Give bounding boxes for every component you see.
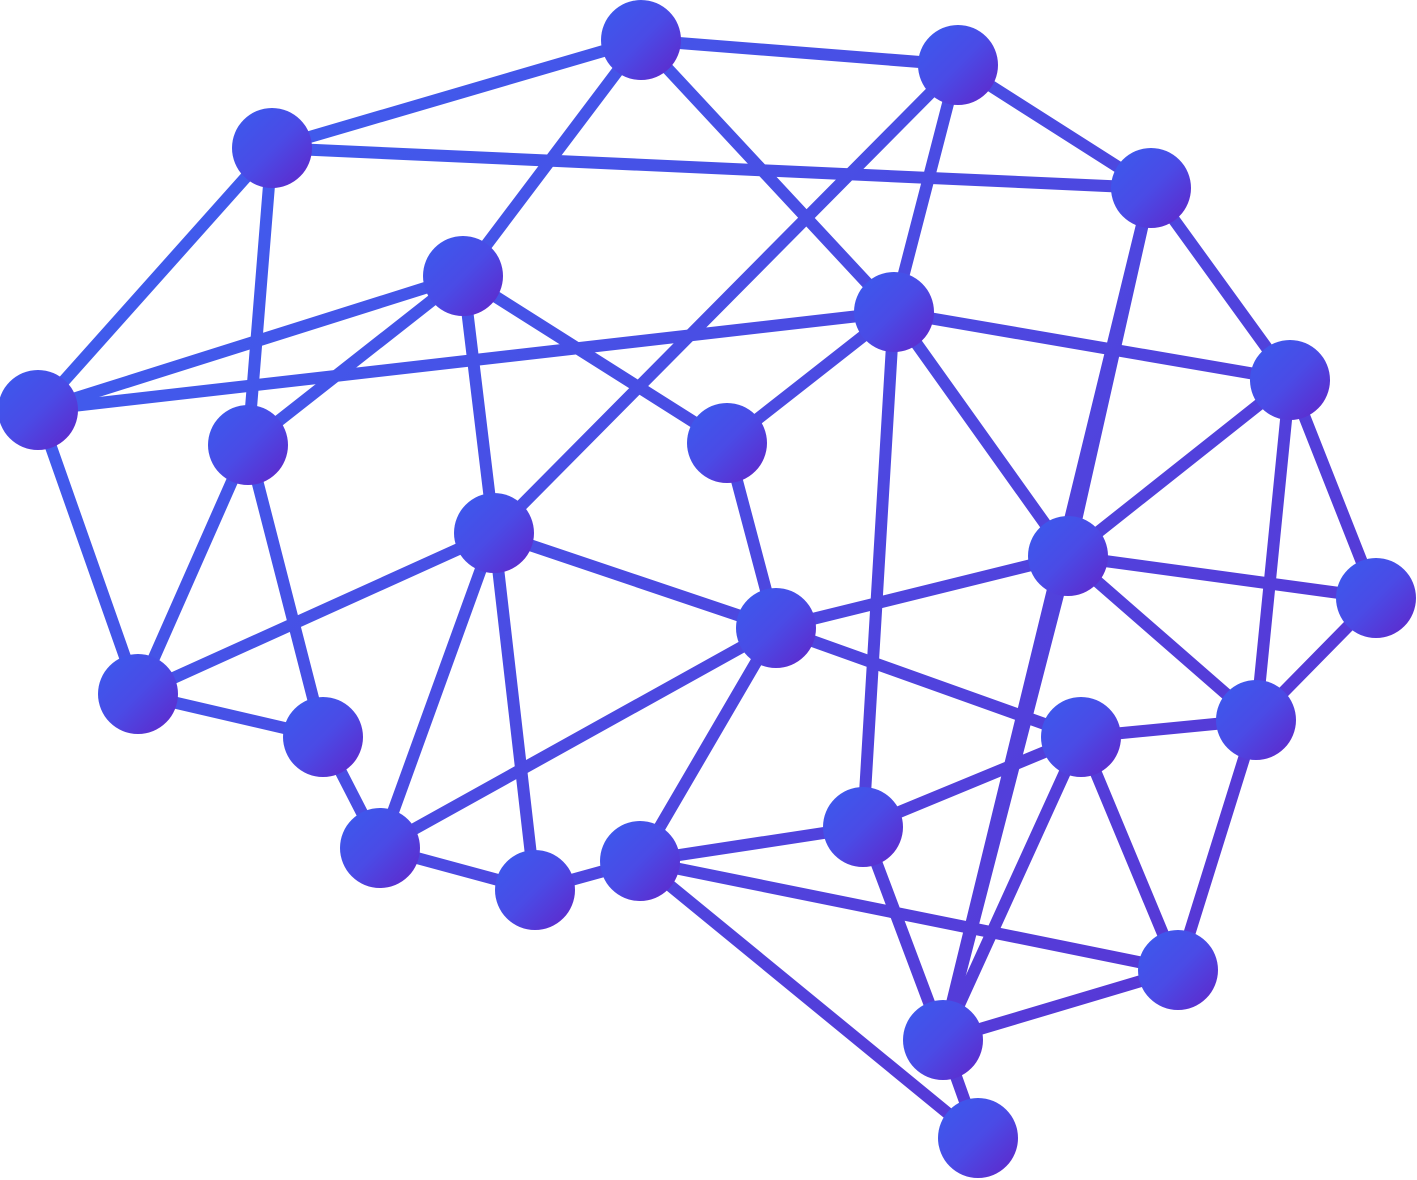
network-edge xyxy=(242,439,329,743)
network-node xyxy=(823,787,903,867)
network-edge xyxy=(857,306,900,833)
network-node xyxy=(1111,148,1191,228)
network-node xyxy=(1028,516,1108,596)
network-edge xyxy=(488,59,964,539)
network-edge xyxy=(1062,550,1382,604)
network-edge xyxy=(32,142,278,416)
network-node xyxy=(1250,340,1330,420)
network-node xyxy=(854,272,934,352)
network-edge xyxy=(770,550,1074,634)
network-node xyxy=(283,697,363,777)
network-node xyxy=(736,588,816,668)
network-node xyxy=(495,850,575,930)
network-edge xyxy=(1075,731,1184,976)
network-node xyxy=(1216,680,1296,760)
network-node xyxy=(454,493,534,573)
network-edge xyxy=(1250,374,1296,726)
network-edge xyxy=(266,142,1157,194)
network-edge xyxy=(32,270,469,416)
network-edge xyxy=(770,622,1087,743)
network-node xyxy=(1041,697,1121,777)
network-edge xyxy=(888,306,1074,562)
network-edge xyxy=(937,550,1074,1046)
network-edge xyxy=(457,270,500,539)
network-edge xyxy=(888,59,964,318)
network-edge xyxy=(937,964,1184,1046)
network-edge xyxy=(132,527,500,700)
network-edge xyxy=(937,731,1087,1046)
network-edge xyxy=(634,855,984,1144)
network-node xyxy=(903,1000,983,1080)
network-edge xyxy=(374,622,782,854)
network-node xyxy=(1138,930,1218,1010)
network-edge xyxy=(634,622,782,867)
network-edge xyxy=(1062,550,1262,726)
network-node xyxy=(600,821,680,901)
network-edge xyxy=(888,306,1296,386)
network-edge xyxy=(374,527,500,854)
network-edge xyxy=(1172,714,1262,976)
network-edge xyxy=(634,855,1184,976)
network-edge xyxy=(635,34,964,71)
network-node xyxy=(340,808,420,888)
network-edge xyxy=(488,527,541,896)
network-node xyxy=(918,25,998,105)
network-node xyxy=(687,403,767,483)
network-edge xyxy=(488,527,782,634)
network-node xyxy=(232,108,312,188)
network-node xyxy=(98,654,178,734)
network-edge xyxy=(266,34,647,154)
network-edge xyxy=(32,306,900,416)
network-node xyxy=(208,405,288,485)
network-edge xyxy=(457,270,733,449)
network-node xyxy=(938,1098,1018,1178)
network-node xyxy=(601,0,681,80)
network-edge xyxy=(242,270,469,451)
network-edge xyxy=(32,404,144,700)
network-node xyxy=(423,236,503,316)
network-node xyxy=(0,370,78,450)
network-edge xyxy=(242,142,278,451)
network-edge xyxy=(132,439,254,700)
network-edge xyxy=(1062,374,1296,562)
network-node xyxy=(1336,558,1416,638)
